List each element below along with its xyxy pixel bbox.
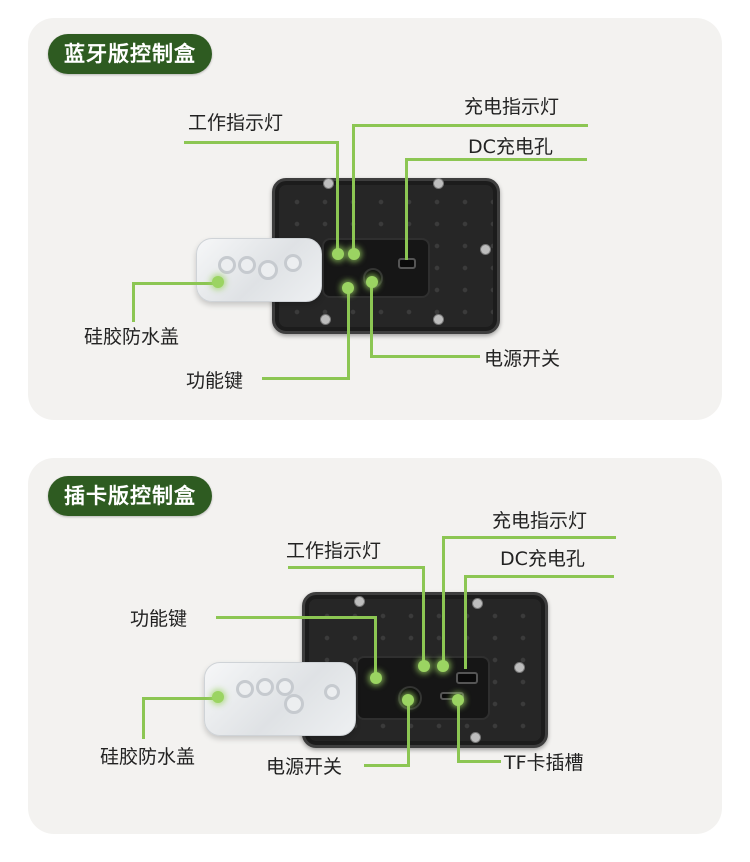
label-power-switch: 电源开关 <box>484 348 561 370</box>
leader-line <box>442 536 616 539</box>
label-function-key: 功能键 <box>130 608 188 630</box>
label-tf-slot: TF卡插槽 <box>504 752 584 774</box>
work-indicator-light <box>332 248 344 260</box>
cover-ring <box>238 256 256 274</box>
cover-ring <box>258 260 278 280</box>
leader-line <box>457 700 460 762</box>
leader-line <box>142 697 145 739</box>
screw <box>470 732 481 743</box>
leader-line <box>216 616 376 619</box>
screw <box>354 596 365 607</box>
screw <box>480 244 491 255</box>
leader-line <box>442 536 445 666</box>
label-dc-port: DC充电孔 <box>468 136 553 158</box>
work-indicator-light <box>418 660 430 672</box>
cover-ring <box>284 694 304 714</box>
dc-port-socket <box>456 672 478 684</box>
tf-slot-point <box>452 694 464 706</box>
label-charge-indicator: 充电指示灯 <box>492 510 588 532</box>
leader-line <box>422 566 425 666</box>
power-switch-point <box>402 694 414 706</box>
leader-line <box>370 355 480 358</box>
screw <box>472 598 483 609</box>
leader-line <box>457 760 501 763</box>
leader-line <box>336 141 339 254</box>
screw <box>320 314 331 325</box>
label-charge-indicator: 充电指示灯 <box>464 96 560 118</box>
leader-line <box>407 700 410 766</box>
label-function-key: 功能键 <box>186 370 244 392</box>
leader-line <box>262 377 350 380</box>
leader-line <box>464 575 467 669</box>
label-dc-port: DC充电孔 <box>500 548 585 570</box>
charge-indicator-light <box>348 248 360 260</box>
leader-line <box>288 566 424 569</box>
label-work-indicator: 工作指示灯 <box>188 112 284 134</box>
cover-ring <box>324 684 340 700</box>
cover-ring <box>284 254 302 272</box>
label-silicone-cover: 硅胶防水盖 <box>84 326 180 348</box>
leader-line <box>352 124 588 127</box>
leader-line <box>132 282 218 285</box>
screw <box>323 178 334 189</box>
function-key-point <box>370 672 382 684</box>
leader-line <box>352 124 355 254</box>
power-switch-point <box>366 276 378 288</box>
silicone-cover-point <box>212 691 224 703</box>
leader-line <box>347 288 350 380</box>
leader-line <box>370 282 373 357</box>
cover-ring <box>236 680 254 698</box>
screw <box>433 314 444 325</box>
screw <box>433 178 444 189</box>
screw <box>514 662 525 673</box>
leader-line <box>142 697 218 700</box>
silicone-cover-point <box>212 276 224 288</box>
bluetooth-box-title: 蓝牙版控制盒 <box>48 34 212 74</box>
leader-line <box>405 158 587 161</box>
leader-line <box>132 282 135 322</box>
charge-indicator-light <box>437 660 449 672</box>
card-box-title: 插卡版控制盒 <box>48 476 212 516</box>
leader-line <box>405 158 408 260</box>
cover-ring <box>218 256 236 274</box>
cover-ring <box>276 678 294 696</box>
leader-line <box>374 616 377 678</box>
label-power-switch: 电源开关 <box>266 756 343 778</box>
leader-line <box>464 575 614 578</box>
leader-line <box>364 764 410 767</box>
cover-ring <box>256 678 274 696</box>
function-key-point <box>342 282 354 294</box>
label-silicone-cover: 硅胶防水盖 <box>100 746 196 768</box>
leader-line <box>184 141 338 144</box>
label-work-indicator: 工作指示灯 <box>286 540 382 562</box>
